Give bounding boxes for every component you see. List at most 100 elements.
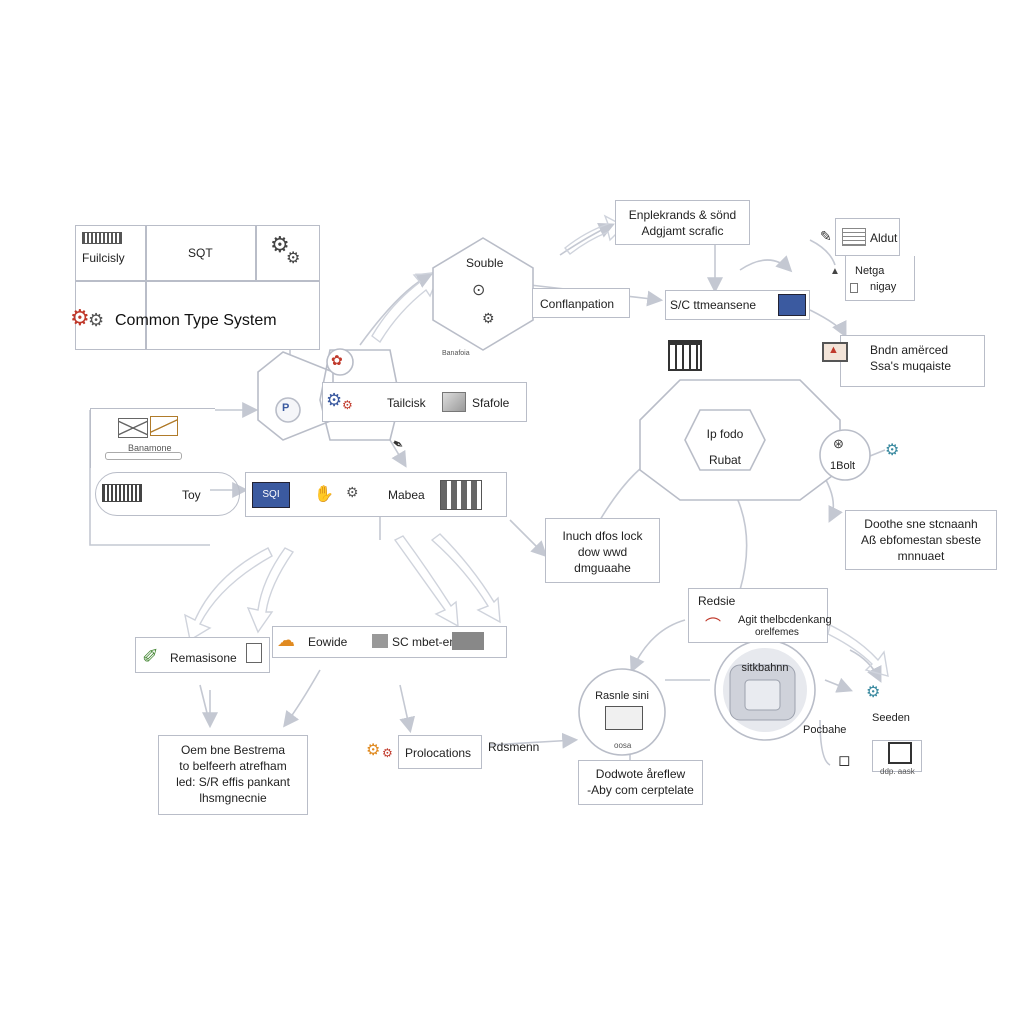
gear-icon: ⚙: [342, 398, 353, 412]
rdsmenn-label: Rdsmenn: [488, 740, 540, 754]
bottom-left-line2: to belfeerh atrefham: [179, 759, 287, 773]
door-icon: [888, 742, 912, 764]
bottom-left-info-box: [158, 735, 308, 815]
top-right-line2: Netga: [855, 265, 885, 277]
agit-line1: Agit thelbcdenkang: [738, 614, 832, 626]
hex-top-title: Souble: [466, 256, 504, 270]
big-hex-line2: Rubat: [708, 453, 742, 467]
cursor-icon: ⊙: [472, 282, 486, 299]
cursor-icon: ⊛: [833, 436, 844, 451]
keyboard-icon: [605, 706, 643, 730]
clipboard-icon: [246, 643, 262, 663]
laptop-icon: [822, 342, 848, 362]
bottom-box-line2: -Aby com cerptelate: [587, 783, 694, 797]
table-divider: [255, 225, 257, 280]
top-info-line2: Adgjamt scrafic: [641, 224, 724, 238]
cogs-icon: ⚙: [70, 305, 90, 330]
envelope-icon: [118, 418, 148, 438]
agit-line2: orelfemes: [755, 627, 799, 638]
circle-mid-label: sitkbahnn: [741, 662, 789, 674]
bottom-icon-label: ddp. aask: [880, 767, 915, 776]
tab-b-label: Sfafole: [472, 396, 510, 410]
toy-label: Toy: [182, 488, 201, 502]
gear-icon: ⚙: [88, 310, 105, 330]
tab-row: [322, 382, 527, 422]
radie-box: [688, 588, 828, 643]
inner-line2: dow wwd: [577, 545, 628, 559]
bullet-icon: ▲: [830, 266, 840, 277]
bottom-right-1: Pocbahe: [803, 724, 847, 736]
document-icon: [842, 228, 866, 246]
row3-a-label: Eowide: [308, 635, 348, 649]
right-info-2-line1: Doothe sne stcnaanh: [864, 517, 978, 531]
connector-label: Conflanpation: [540, 297, 615, 311]
cloud-icon: ☁: [277, 630, 295, 650]
alert-icon: ▲: [828, 344, 839, 356]
remission-label: Remasisone: [170, 651, 237, 665]
table-container: [75, 225, 320, 350]
top-info-box: [615, 200, 750, 245]
radie-label: Redsie: [698, 594, 736, 608]
top-info-line1: Enplekrands & sönd: [628, 208, 737, 222]
bottom-left-line4: lhsmgnecnie: [199, 791, 267, 805]
gear-icon: ⚙: [482, 310, 495, 326]
gear-icon: ⚙: [286, 250, 301, 267]
cursor-icon: ✋: [314, 486, 334, 503]
table-cell-b: SQT: [188, 246, 213, 260]
network-icon: ⚙: [270, 232, 290, 257]
toy-pill: [95, 472, 240, 516]
probations-box: [398, 735, 482, 769]
right-info-2-line2: Aß ebfomestan sbeste: [860, 533, 982, 547]
gear-icon: ⚙: [866, 684, 881, 701]
square-icon: [372, 634, 388, 648]
keyboard-icon: [82, 232, 122, 244]
inner-info-box: [545, 518, 660, 583]
bottom-info-box: [578, 760, 703, 805]
mid-row-label: Mabea: [388, 488, 425, 502]
right-info-1-line2: Ssa's muqaiste: [870, 359, 951, 373]
pencil-icon: ✎: [820, 228, 832, 244]
bottom-left-line3: led: S/R effis pankant: [176, 775, 290, 789]
bottom-left-line1: Oem bne Bestrema: [180, 743, 286, 757]
circle-label: 1Bolt: [830, 460, 856, 472]
envelope-icon: [150, 416, 178, 436]
pencil-icon: ✐: [142, 646, 159, 668]
top-right-line3: nigay: [870, 281, 897, 293]
table-title: Common Type System: [115, 312, 277, 329]
circle-left-title: Rasnle sini: [595, 690, 649, 702]
sc-label: S/C ttmeansene: [670, 298, 757, 312]
envelope-bar: [105, 452, 182, 460]
top-right-box-2: [845, 256, 915, 301]
remission-box: [135, 637, 270, 673]
p-icon: P: [282, 402, 290, 414]
hexagon-top: [432, 237, 534, 351]
bottom-right-2: Seeden: [872, 712, 910, 724]
right-info-1-line1: Bndn amërced: [870, 343, 949, 357]
gear-icon: ⚙: [346, 484, 359, 500]
inner-line3: dmguaahe: [574, 561, 631, 575]
table-divider: [75, 280, 320, 282]
monitor-icon: [778, 294, 806, 316]
image-icon: [442, 392, 466, 412]
circle-left-sub: oosa: [614, 741, 632, 750]
connector-label-box: [532, 288, 630, 318]
tab-a-label: Tailcisk: [387, 396, 426, 410]
right-info-2-line3: mnnuaet: [897, 549, 945, 563]
hex-top-sub: Banafoia: [442, 350, 470, 357]
keyboard-icon: [102, 484, 142, 502]
gear-icon: ⚙: [326, 390, 343, 410]
table-cell-a: Fuilcisly: [82, 251, 125, 265]
bottom-icon-box: [872, 740, 922, 772]
building-icon: [668, 340, 702, 371]
wrench-icon: ⌒: [705, 618, 722, 635]
gear-icon: ⚙: [366, 742, 381, 759]
right-info-box-2: [845, 510, 997, 570]
cloud-icon: ✿: [331, 352, 343, 368]
gear-icon: ⚙: [382, 746, 393, 760]
square-icon: [850, 283, 858, 293]
gear-icon: ⚙: [885, 442, 900, 459]
big-hex-line1: Ip fodo: [706, 427, 744, 441]
probations-label: Prolocations: [405, 746, 472, 760]
